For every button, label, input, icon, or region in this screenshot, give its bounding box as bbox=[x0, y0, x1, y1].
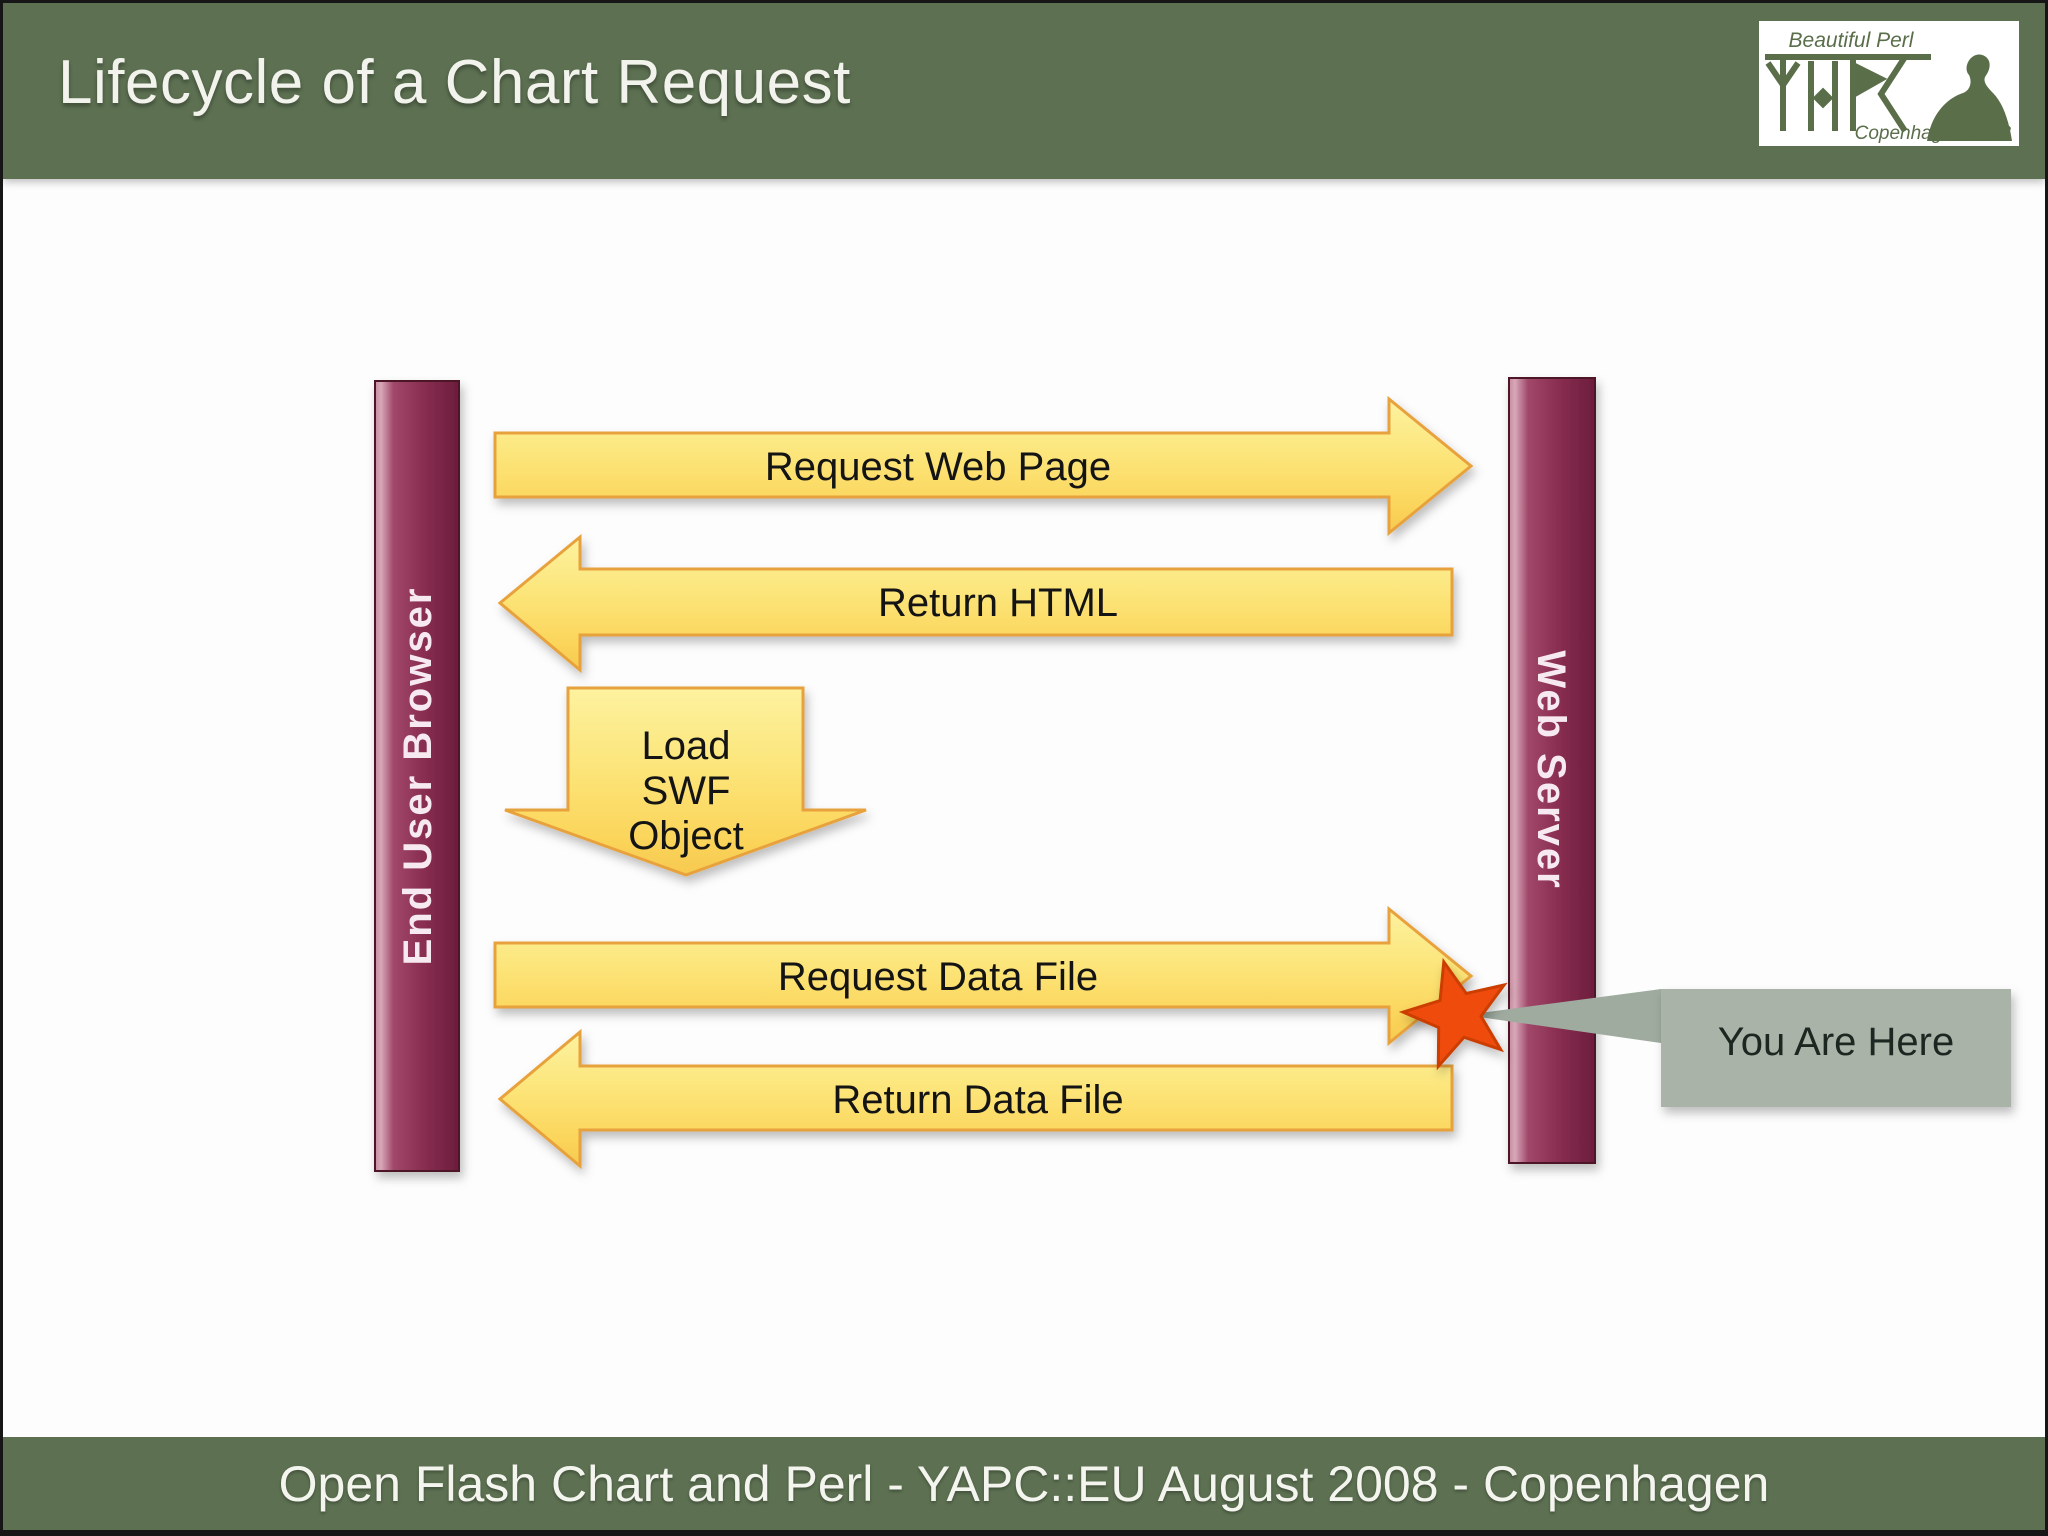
logo-tagline: Beautiful Perl bbox=[1789, 29, 1915, 52]
mermaid-silhouette-icon bbox=[1927, 54, 2012, 141]
logo-location: Copenhagen 2008 bbox=[1855, 123, 2012, 144]
left-arrow-shape bbox=[497, 1028, 1454, 1170]
arrow-load-swf-object: Load SWF Object bbox=[504, 686, 867, 877]
callout-box bbox=[1661, 989, 2011, 1107]
lifecycle-diagram: End User Browser Web Server Request Web … bbox=[374, 377, 2011, 1172]
web-server-label: Web Server bbox=[1529, 650, 1573, 889]
star-burst-icon bbox=[1398, 957, 1508, 1071]
load-swf-line1: Load bbox=[642, 724, 731, 768]
load-swf-line3: Object bbox=[628, 814, 744, 858]
request-data-file-label: Request Data File bbox=[778, 955, 1098, 999]
yapc-runes-icon bbox=[1765, 54, 1931, 133]
callout-pointer bbox=[1465, 989, 1661, 1043]
arrow-request-data-file: Request Data File bbox=[493, 905, 1474, 1047]
header-band: Lifecycle of a Chart Request Beautiful P… bbox=[3, 3, 2045, 179]
return-html-label: Return HTML bbox=[878, 581, 1118, 625]
footer-band: Open Flash Chart and Perl - YAPC::EU Aug… bbox=[3, 1437, 2045, 1530]
arrow-request-web-page: Request Web Page bbox=[493, 395, 1474, 537]
end-user-browser-label: End User Browser bbox=[396, 587, 440, 966]
arrow-return-data-file: Return Data File bbox=[497, 1028, 1454, 1170]
yapc-logo: Beautiful Perl Copenhagen 2008 bbox=[1759, 21, 2019, 146]
arrow-return-html: Return HTML bbox=[497, 533, 1454, 674]
you-are-here-label: You Are Here bbox=[1718, 1020, 1954, 1064]
actor-end-user-browser: End User Browser bbox=[374, 380, 460, 1172]
page-title: Lifecycle of a Chart Request bbox=[58, 48, 851, 117]
return-data-file-label: Return Data File bbox=[832, 1078, 1123, 1122]
yapc-logo-art: Beautiful Perl Copenhagen 2008 bbox=[1759, 21, 2019, 146]
down-arrow-shape bbox=[504, 686, 867, 877]
load-swf-line2: SWF bbox=[642, 769, 731, 813]
web-server-bar bbox=[1508, 377, 1596, 1164]
actor-web-server: Web Server bbox=[1508, 377, 1596, 1164]
footer-text: Open Flash Chart and Perl - YAPC::EU Aug… bbox=[278, 1455, 1770, 1512]
request-web-page-label: Request Web Page bbox=[765, 445, 1111, 489]
left-arrow-shape bbox=[497, 533, 1454, 674]
end-user-browser-bar bbox=[374, 380, 460, 1172]
right-arrow-shape bbox=[493, 395, 1474, 537]
you-are-here-callout: You Are Here bbox=[1465, 989, 2011, 1107]
